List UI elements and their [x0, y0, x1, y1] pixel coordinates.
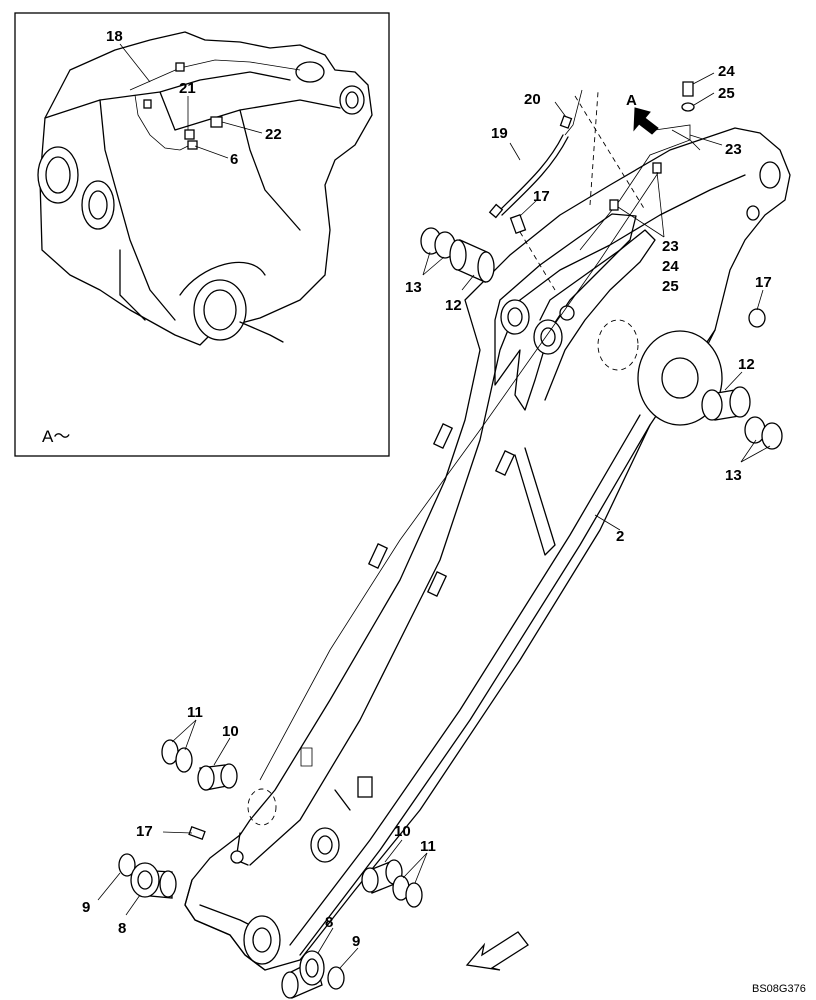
- callouts: 24 25 23 20 19 17 23 24 25 13 12 17 12 1…: [82, 63, 772, 950]
- arm-assembly: [184, 124, 791, 971]
- callout-24-mid: 24: [662, 258, 679, 275]
- callout-24-top: 24: [718, 63, 735, 80]
- loose-parts: [118, 81, 783, 999]
- callout-8-right: 8: [325, 914, 333, 931]
- callout-11-right: 11: [420, 838, 436, 855]
- callout-13-left: 13: [405, 279, 422, 296]
- callout-17-upper: 17: [533, 188, 550, 205]
- callout-10-left: 10: [222, 723, 239, 740]
- callout-22: 22: [265, 126, 282, 143]
- callout-12-right: 12: [738, 356, 755, 373]
- callout-11-left: 11: [187, 704, 203, 721]
- callout-17-lower: 17: [136, 823, 153, 840]
- callout-21: 21: [179, 80, 196, 97]
- callout-19: 19: [491, 125, 508, 142]
- callout-8-left: 8: [118, 920, 126, 937]
- callout-9-right: 9: [352, 933, 360, 950]
- view-marker-a: A: [626, 92, 637, 109]
- callout-12-left: 12: [445, 297, 462, 314]
- callout-9-left: 9: [82, 899, 90, 916]
- callout-17-right: 17: [755, 274, 772, 291]
- callout-23-top: 23: [725, 141, 742, 158]
- callout-6: 6: [230, 151, 238, 168]
- detail-inset: 18 21 22 6 A～: [14, 12, 390, 457]
- callout-20: 20: [524, 91, 541, 108]
- callout-25-mid: 25: [662, 278, 679, 295]
- callout-18: 18: [106, 28, 123, 45]
- callout-10-right: 10: [394, 823, 411, 840]
- callout-23-mid: 23: [662, 238, 679, 255]
- callout-2: 2: [616, 528, 624, 545]
- inset-view-label: A～: [42, 427, 70, 446]
- document-id: BS08G376: [752, 983, 806, 995]
- callout-25-top: 25: [718, 85, 735, 102]
- callout-13-right: 13: [725, 467, 742, 484]
- leader-lines: [97, 72, 771, 969]
